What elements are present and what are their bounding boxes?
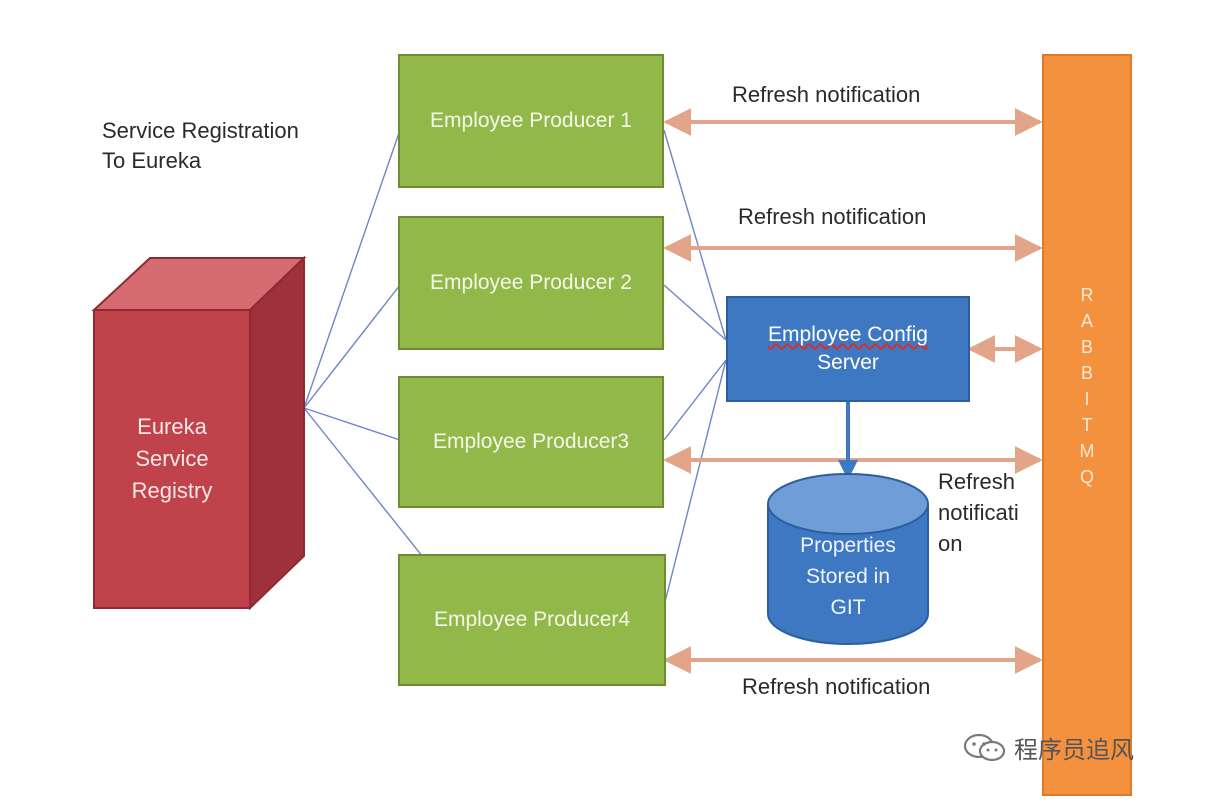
eureka-label-line-1: Eureka [137,414,207,439]
rabbitmq-letter: I [1084,389,1090,409]
producer-box-2: Employee Producer 2 [398,216,664,350]
rabbitmq-letter: R [1080,285,1094,305]
eureka-label-line-2: Service [135,446,209,471]
rabbitmq-letter: A [1080,311,1093,331]
refresh-label-3-line-2: notificati [938,500,1019,525]
refresh-label-3: Refresh notificati on [938,466,1019,559]
rabbitmq-letter: Q [1079,467,1094,487]
wechat-icon [963,733,1006,761]
rabbitmq-letter: T [1081,415,1093,435]
config-line-3 [663,359,727,441]
eureka-label-line-3: Registry [131,478,213,503]
git-cylinder [767,473,929,645]
service-registration-line-2: To Eureka [102,148,202,173]
git-label-line-3: GIT [830,596,866,619]
producer-box-4: Employee Producer4 [398,554,666,686]
rabbitmq-letter: M [1079,441,1095,461]
watermark: 程序员追风 [962,730,1134,765]
rabbitmq-bar: R A B B I T M Q [1042,54,1132,796]
config-line-1 [663,129,727,341]
producer-label-4: Employee Producer4 [433,608,631,631]
producer-label-2: Employee Producer 2 [430,271,632,294]
rabbitmq-letter: B [1080,337,1093,357]
refresh-label-3-line-1: Refresh [938,469,1016,494]
registration-line-2 [303,284,401,409]
producer-box-3: Employee Producer3 [398,376,664,508]
registration-line-3 [303,407,401,441]
eureka-label: Eureka Service Registry [94,310,250,608]
registration-line-1 [303,129,401,409]
git-label-line-1: Properties [800,534,896,557]
refresh-label-4: Refresh notification [742,674,931,699]
git-label: Properties Stored in GIT [768,530,928,623]
eureka-box [91,255,307,611]
refresh-label-3-line-3: on [938,531,963,556]
config-line-2 [663,284,727,341]
refresh-label-1: Refresh notification [732,82,921,107]
config-line-4 [663,359,727,607]
refresh-label-2: Refresh notification [738,204,927,229]
watermark-text: 程序员追风 [1014,737,1134,764]
service-registration-label: Service Registration To Eureka [102,116,299,176]
rabbitmq-letter: B [1080,363,1093,383]
config-server-line-1: Employee Config [768,323,928,346]
producer-label-1: Employee Producer 1 [430,109,632,132]
service-registration-line-1: Service Registration [102,118,299,143]
config-server-box: Employee Config Server [726,296,970,402]
producer-box-1: Employee Producer 1 [398,54,664,188]
git-label-line-2: Stored in [805,565,891,588]
config-server-line-2: Server [817,351,879,374]
producer-label-3: Employee Producer3 [432,430,630,453]
